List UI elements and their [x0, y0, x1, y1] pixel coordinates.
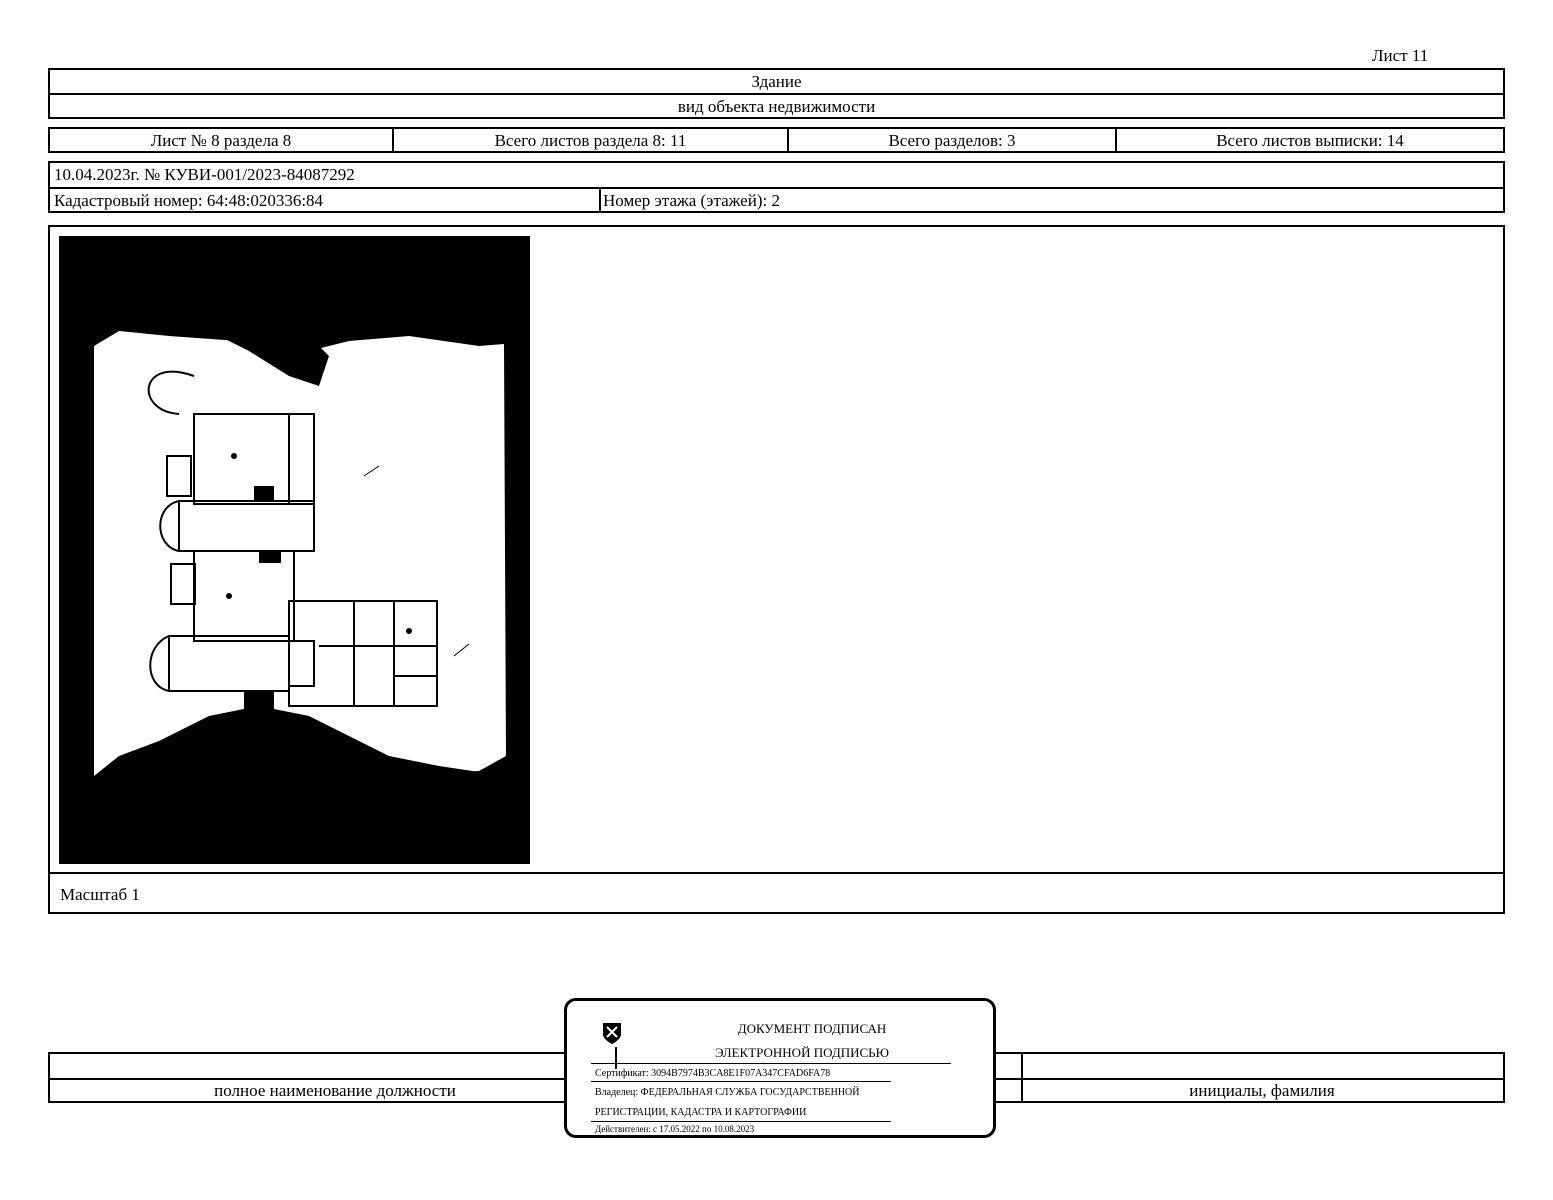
object-type-caption: вид объекта недвижимости	[677, 97, 876, 116]
object-type-box: Здание вид объекта недвижимости	[48, 68, 1505, 119]
extract-date-number: 10.04.2023г. № КУВИ-001/2023-84087292	[54, 165, 355, 184]
sheet-label: Лист 11	[1372, 46, 1429, 65]
stamp-valid: Действителен: с 17.05.2022 по 10.08.2023	[595, 1124, 755, 1134]
object-type: Здание	[751, 72, 802, 91]
floor-plan-image	[59, 236, 530, 864]
e-signature-stamp: ДОКУМЕНТ ПОДПИСАН ЭЛЕКТРОННОЙ ПОДПИСЬЮ С…	[564, 998, 996, 1138]
cadastral-number: Кадастровый номер: 64:48:020336:84	[54, 191, 324, 210]
total-sheets-section: Всего листов раздела 8: 11	[494, 131, 687, 150]
stamp-certificate: Сертификат: 3094B7974B3CA8E1F07A347CFAD6…	[595, 1068, 831, 1079]
plan-scale: Масштаб 1	[60, 885, 140, 904]
extract-info: 10.04.2023г. № КУВИ-001/2023-84087292 Ка…	[48, 161, 1505, 213]
initials-caption: инициалы, фамилия	[1189, 1081, 1335, 1100]
floor-number: Номер этажа (этажей): 2	[603, 191, 780, 210]
sheet-of-section: Лист № 8 раздела 8	[150, 131, 292, 150]
stamp-owner-2: РЕГИСТРАЦИИ, КАДАСТРА И КАРТОГРАФИИ	[595, 1107, 807, 1118]
stamp-line1: ДОКУМЕНТ ПОДПИСАН	[737, 1021, 887, 1036]
total-sections: Всего разделов: 3	[888, 131, 1016, 150]
floor-plan-drawing	[59, 331, 506, 864]
stamp-owner-1: Владелец: ФЕДЕРАЛЬНАЯ СЛУЖБА ГОСУДАРСТВЕ…	[595, 1087, 860, 1098]
stamp-line2: ЭЛЕКТРОННОЙ ПОДПИСЬЮ	[715, 1045, 889, 1060]
total-sheets-extract: Всего листов выписки: 14	[1216, 131, 1404, 150]
sheet-info-row: Лист № 8 раздела 8 Всего листов раздела …	[48, 127, 1505, 153]
position-caption: полное наименование должности	[214, 1081, 456, 1100]
plan-area: Масштаб 1	[48, 225, 1505, 914]
emblem-icon	[601, 1021, 623, 1045]
